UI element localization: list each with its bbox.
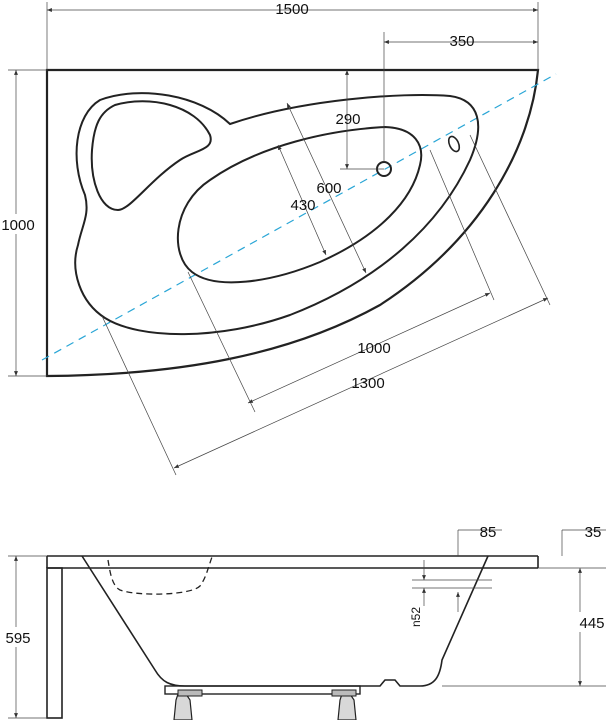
dim-inner-width-label: 600	[316, 180, 341, 197]
tub-inner-rim	[74, 92, 480, 336]
dim-inner-length-label: 1000	[357, 340, 390, 357]
tub-outer-contour	[45, 68, 540, 378]
dim-edge-label: 35	[585, 524, 602, 541]
dim-bottom-width-label: 430	[290, 197, 315, 214]
overflow-icon	[447, 135, 461, 153]
support-feet	[164, 685, 361, 720]
dim-rim-label: 85	[480, 524, 497, 541]
headrest-profile	[107, 556, 213, 595]
dim-outer-length-label: 1300	[351, 375, 384, 392]
dim-height-label: 595	[5, 630, 30, 647]
dim-length-label: 1500	[275, 1, 308, 18]
tub-body-profile	[81, 555, 489, 687]
tub-center-axis	[41, 73, 557, 361]
dim-width-label: 1000	[1, 217, 34, 234]
front-panel	[46, 567, 63, 719]
dim-drain-offset-label: 350	[449, 33, 474, 50]
side-view: n52 595 85 35 445	[0, 524, 608, 720]
dim-drain-depth-label: 290	[335, 111, 360, 128]
tub-headrest	[90, 100, 212, 212]
dim-depth-label: 445	[579, 615, 604, 632]
top-view: 1500 350 290 600 430 1000 1000 1300	[0, 1, 557, 476]
dim-overflow-label: n52	[409, 607, 423, 627]
